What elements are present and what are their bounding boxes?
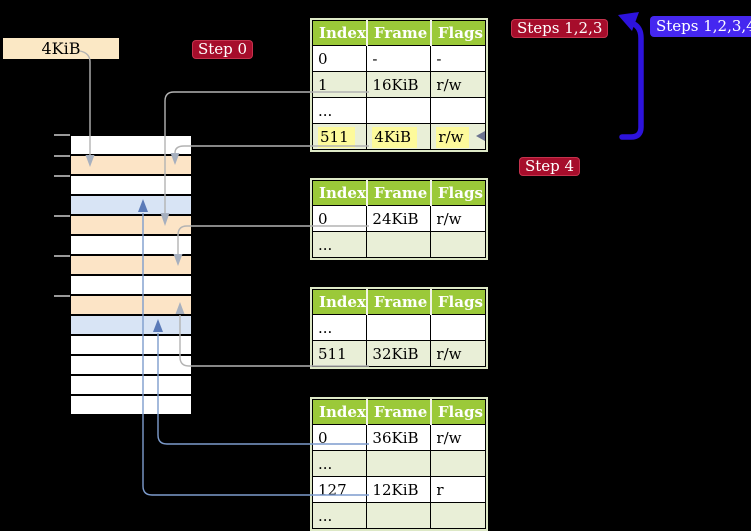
table-cell	[366, 450, 432, 477]
step0-badge: Step 0	[192, 40, 254, 59]
column-header-frame: Frame	[365, 399, 431, 425]
table-cell: r/w	[430, 123, 486, 150]
column-header-index: Index	[311, 20, 367, 46]
table-cell: ...	[311, 314, 368, 341]
table-cell: 36KiB	[366, 424, 432, 451]
table-cell: 24KiB	[366, 205, 432, 232]
memory-frame-row-white	[71, 276, 191, 296]
memory-tick	[54, 215, 70, 217]
table-cell: 12KiB	[366, 476, 432, 503]
table-cell: 0	[311, 45, 368, 72]
column-header-index: Index	[311, 399, 367, 425]
steps1234-badge: Steps 1,2,3,4	[650, 16, 751, 37]
recursive-loop-arrow	[618, 12, 644, 140]
highlighted-value: r/w	[436, 126, 470, 148]
table-row: 0--	[311, 45, 486, 72]
table-cell: r/w	[430, 205, 486, 232]
table-row: ...	[311, 97, 486, 124]
memory-tick	[54, 255, 70, 257]
table-cell: 127	[311, 476, 368, 503]
column-header-flags: Flags	[429, 289, 486, 315]
table-cell	[366, 231, 432, 258]
table-cell: 0	[311, 205, 368, 232]
table-cell: ...	[311, 450, 368, 477]
table-cell	[366, 97, 432, 124]
table-cell	[430, 314, 486, 341]
table-cell	[430, 97, 486, 124]
table-cell: 511	[311, 340, 368, 367]
memory-frame-row-wheat	[71, 296, 191, 316]
table-cell	[366, 502, 432, 529]
table-cell: ...	[311, 97, 368, 124]
memory-tick	[54, 295, 70, 297]
memory-frame-row-white	[71, 376, 191, 396]
column-header-frame: Frame	[365, 289, 431, 315]
memory-frame-row-white	[71, 236, 191, 256]
table-cell: r/w	[430, 424, 486, 451]
table-cell: r/w	[430, 340, 486, 367]
memory-frame-row-white	[71, 176, 191, 196]
table-cell: 16KiB	[366, 71, 432, 98]
column-header-flags: Flags	[429, 180, 486, 206]
table-row: 511 4KiB r/w	[311, 123, 486, 150]
table-row: ...	[311, 231, 486, 258]
step4-badge: Step 4	[519, 157, 581, 176]
memory-frame-row-blue	[71, 196, 191, 216]
table-cell: 511	[311, 123, 368, 150]
memory-frame-row-white	[71, 336, 191, 356]
table-cell: 32KiB	[366, 340, 432, 367]
memory-frame-row-white	[71, 136, 191, 156]
table-row: ...	[311, 450, 486, 477]
frame-address-label: 4KiB	[3, 38, 119, 59]
column-header-frame: Frame	[365, 180, 431, 206]
table-cell: 4KiB	[366, 123, 432, 150]
table-row: ...	[311, 502, 486, 529]
memory-tick	[54, 155, 70, 157]
column-header-flags: Flags	[429, 20, 486, 46]
table-cell	[430, 502, 486, 529]
table-cell	[430, 450, 486, 477]
table-cell: 0	[311, 424, 368, 451]
column-header-index: Index	[311, 180, 367, 206]
table-cell: 1	[311, 71, 368, 98]
column-header-flags: Flags	[429, 399, 486, 425]
memory-tick	[54, 175, 70, 177]
column-header-frame: Frame	[365, 20, 431, 46]
table-cell: r/w	[430, 71, 486, 98]
memory-tick	[54, 134, 70, 136]
table-cell: -	[366, 45, 432, 72]
column-header-index: Index	[311, 289, 367, 315]
highlighted-value: 511	[318, 126, 355, 148]
memory-frame-row-white	[71, 396, 191, 415]
memory-frame-row-white	[71, 356, 191, 376]
memory-frame-row-blue	[71, 316, 191, 336]
table-cell	[430, 231, 486, 258]
physical-memory-strip	[70, 135, 192, 416]
table-cell	[366, 314, 432, 341]
memory-frame-row-wheat	[71, 216, 191, 236]
memory-frame-row-wheat	[71, 156, 191, 176]
table-row: ...	[311, 314, 486, 341]
table-cell: -	[430, 45, 486, 72]
highlighted-value: 4KiB	[372, 126, 417, 148]
table-cell: r	[430, 476, 486, 503]
table-cell: ...	[311, 231, 368, 258]
memory-frame-row-wheat	[71, 256, 191, 276]
table-cell: ...	[311, 502, 368, 529]
steps123-badge: Steps 1,2,3	[511, 19, 609, 38]
